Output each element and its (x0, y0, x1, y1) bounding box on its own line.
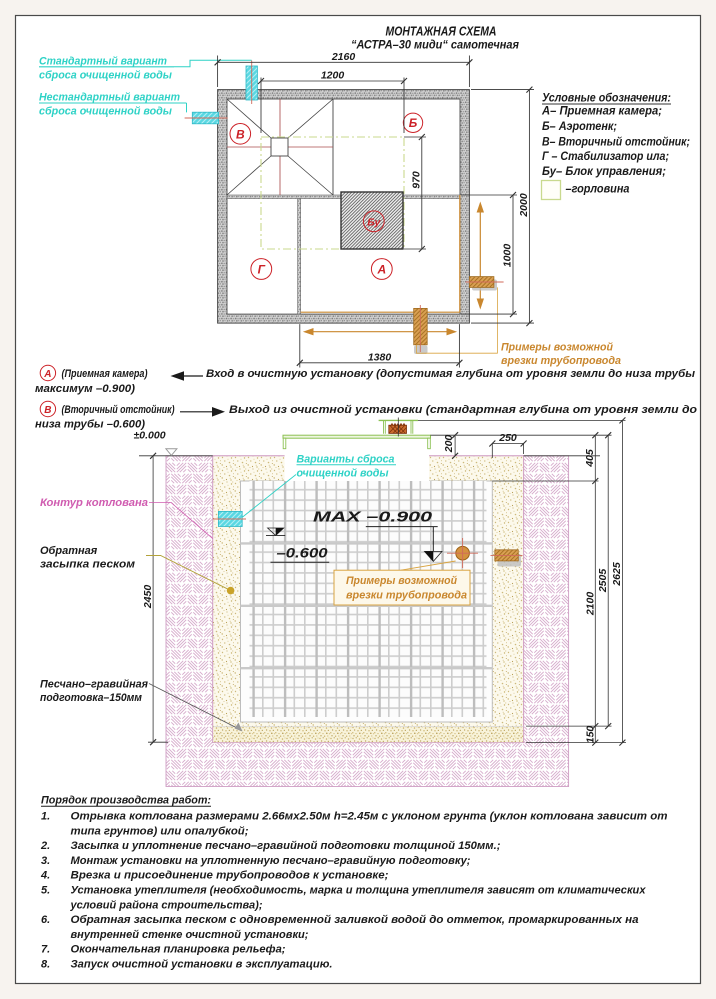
svg-text:2.: 2. (40, 840, 50, 852)
svg-text:Обратная засыпка песком с одно: Обратная засыпка песком с одновременной … (71, 914, 639, 926)
svg-text:Примеры возможной: Примеры возможной (346, 575, 457, 587)
svg-text:“АСТРА–30 миди“ самотечная: “АСТРА–30 миди“ самотечная (351, 40, 519, 52)
svg-text:Вход в очистную установку (доп: Вход в очистную установку (допустимая гл… (206, 368, 696, 380)
svg-text:Монтаж установки на уплотненну: Монтаж установки на уплотненную песчано–… (71, 855, 471, 867)
svg-text:типа грунтов) или опалубкой;: типа грунтов) или опалубкой; (71, 825, 249, 837)
svg-text:Установка утеплителя (необходи: Установка утеплителя (необходимость, мар… (71, 885, 647, 897)
svg-text:6.: 6. (41, 914, 50, 926)
svg-text:3.: 3. (41, 855, 50, 867)
svg-text:Окончательная планировка релье: Окончательная планировка рельефа; (71, 944, 286, 956)
svg-text:Нестандартный вариант: Нестандартный вариант (39, 92, 180, 104)
svg-text:–горловина: –горловина (566, 184, 631, 196)
svg-text:МОНТАЖНАЯ СХЕМА: МОНТАЖНАЯ СХЕМА (386, 25, 497, 39)
svg-text:максимум –0.900): максимум –0.900) (35, 383, 135, 395)
svg-text:200: 200 (443, 435, 455, 454)
svg-text:2450: 2450 (142, 585, 154, 610)
svg-text:А: А (376, 263, 386, 277)
svg-text:2160: 2160 (331, 51, 356, 63)
svg-text:8.: 8. (41, 959, 50, 971)
svg-text:Контур котлована: Контур котлована (40, 497, 148, 509)
svg-text:2505: 2505 (597, 569, 609, 594)
svg-text:врезки трубопровода: врезки трубопровода (501, 355, 621, 367)
svg-text:405: 405 (584, 449, 596, 468)
svg-text:1000: 1000 (502, 244, 514, 268)
svg-text:1200: 1200 (321, 70, 345, 82)
svg-text:В: В (236, 127, 245, 141)
svg-text:Примеры возможной: Примеры возможной (501, 342, 613, 354)
svg-text:Запуск очистной установки в эк: Запуск очистной установки в эксплуатацию… (71, 959, 333, 971)
svg-text:Г – Стабилизатор ила;: Г – Стабилизатор ила; (542, 151, 669, 163)
svg-text:(Приемная камера): (Приемная камера) (62, 368, 148, 380)
svg-text:7.: 7. (41, 944, 50, 956)
svg-text:1380: 1380 (368, 352, 392, 364)
svg-text:Бу: Бу (367, 216, 381, 228)
svg-text:очищенной воды: очищенной воды (297, 468, 390, 480)
svg-text:А: А (43, 369, 51, 380)
svg-text:условий района строительства);: условий района строительства); (70, 899, 263, 911)
svg-text:Г: Г (258, 263, 266, 277)
svg-text:сброса очищенной воды: сброса очищенной воды (39, 70, 173, 82)
svg-text:Выход из очистной установки (с: Выход из очистной установки (стандартная… (229, 404, 697, 416)
svg-text:–0.600: –0.600 (277, 546, 329, 561)
svg-text:Обратная: Обратная (40, 545, 98, 557)
svg-text:В– Вторичный отстойник;: В– Вторичный отстойник; (542, 137, 690, 149)
svg-text:Б– Аэротенк;: Б– Аэротенк; (542, 121, 617, 133)
svg-text:Порядок производства работ:: Порядок производства работ: (41, 795, 211, 807)
svg-text:Отрывка котлована размерами 2.: Отрывка котлована размерами 2.66мх2.50м … (71, 811, 668, 823)
svg-text:5.: 5. (41, 885, 50, 897)
svg-text:Б: Б (409, 116, 418, 130)
svg-text:засыпка песком: засыпка песком (40, 559, 135, 571)
svg-text:2000: 2000 (518, 193, 530, 218)
svg-text:МАХ –0.900: МАХ –0.900 (313, 510, 432, 526)
svg-text:4.: 4. (40, 870, 50, 882)
svg-text:(Вторичный отстойник): (Вторичный отстойник) (62, 404, 175, 416)
svg-text:Стандартный вариант: Стандартный вариант (39, 56, 167, 68)
svg-text:Засыпка и уплотнение песчано–г: Засыпка и уплотнение песчано–гравийной п… (71, 840, 501, 852)
svg-text:Врезка и присоединение трубопр: Врезка и присоединение трубопроводов к у… (71, 870, 389, 882)
svg-text:Условные обозначения:: Условные обозначения: (542, 93, 671, 105)
svg-text:970: 970 (411, 171, 423, 189)
svg-text:внутренней стенке очистной уст: внутренней стенке очистной установки; (71, 929, 309, 941)
svg-text:В: В (44, 405, 51, 416)
svg-text:±0.000: ±0.000 (134, 430, 166, 442)
svg-text:150: 150 (584, 726, 596, 744)
svg-text:2100: 2100 (584, 592, 596, 617)
svg-text:А– Приемная камера;: А– Приемная камера; (541, 106, 662, 118)
svg-text:врезки трубопровода: врезки трубопровода (346, 589, 467, 601)
svg-text:сброса очищенной воды: сброса очищенной воды (39, 106, 173, 118)
svg-text:подготовка–150мм: подготовка–150мм (40, 692, 142, 704)
svg-text:Бу– Блок управления;: Бу– Блок управления; (542, 166, 666, 178)
svg-text:1.: 1. (41, 811, 50, 823)
svg-text:2625: 2625 (611, 562, 623, 587)
svg-text:250: 250 (498, 432, 517, 444)
svg-text:Варианты сброса: Варианты сброса (297, 454, 395, 466)
svg-text:низа трубы –0.600): низа трубы –0.600) (35, 419, 145, 431)
svg-text:Песчано–гравийная: Песчано–гравийная (40, 679, 149, 691)
